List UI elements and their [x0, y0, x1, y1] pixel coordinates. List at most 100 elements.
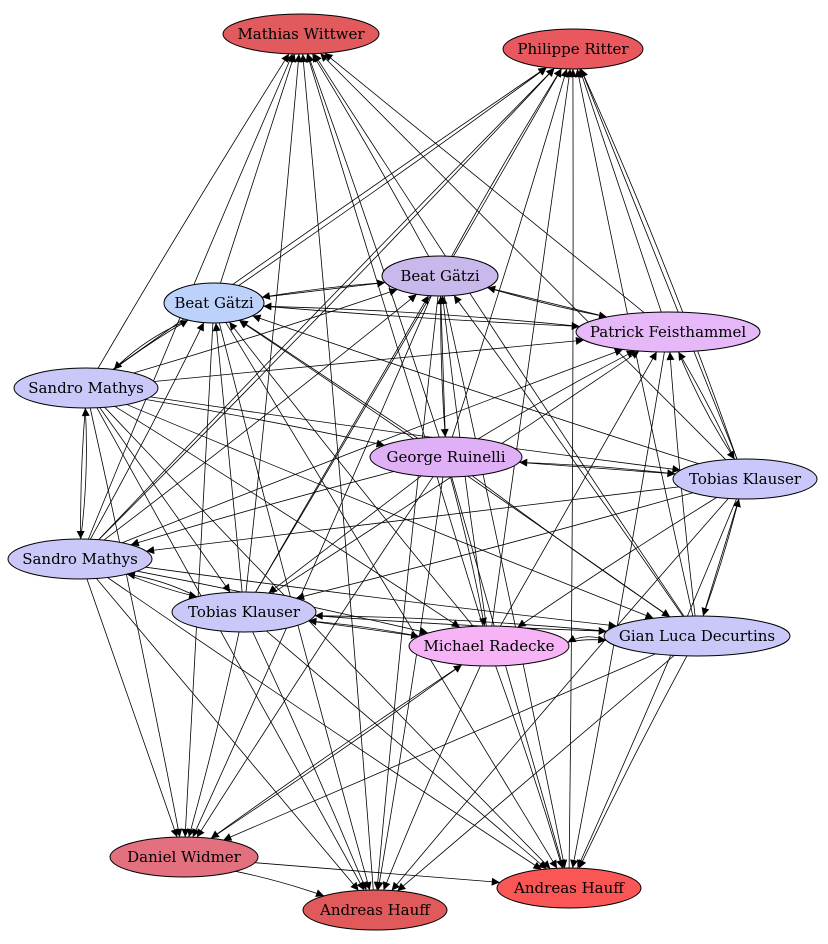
svg-text:Tobias Klauser: Tobias Klauser	[188, 603, 301, 621]
edge-n11-to-n2	[491, 68, 574, 627]
edge-n7-to-n14	[375, 476, 444, 891]
edge-n11-to-n13	[210, 664, 463, 839]
edge-n8-to-n1	[320, 53, 727, 460]
node-tobias-klauser-center[interactable]: Tobias Klauser	[171, 591, 317, 633]
edge-n6-to-n13	[89, 407, 183, 838]
edge-n3-to-n5	[487, 287, 608, 320]
edge-n3-to-n15	[443, 295, 568, 869]
node-mathias-wittwer[interactable]: Mathias Wittwer	[222, 13, 380, 55]
edge-n4-to-n2	[238, 67, 548, 286]
edge-n6-to-n12	[126, 404, 654, 620]
edge-n11-to-n4	[228, 321, 474, 627]
node-michael-radecke[interactable]: Michael Radecke	[408, 625, 570, 667]
edge-n7-to-n13	[196, 476, 434, 838]
edge-n6-to-n14	[96, 407, 365, 891]
edge-n5-to-n1	[324, 52, 645, 314]
edge-n7-to-n15	[451, 476, 565, 869]
edge-n9-to-n14	[96, 578, 359, 891]
edge-n5-to-n4	[263, 302, 580, 327]
edge-n3-to-n1	[312, 53, 430, 257]
edge-n12-to-n15	[578, 655, 688, 869]
edge-n10-to-n9	[126, 571, 198, 598]
node-george-ruinelli[interactable]: George Ruinelli	[369, 436, 523, 478]
edge-n5-to-n15	[570, 351, 665, 869]
node-andreas-hauff-left[interactable]: Andreas Hauff	[302, 889, 448, 931]
edge-n9-to-n5	[121, 348, 624, 544]
edge-n10-to-n12	[314, 615, 607, 635]
edge-n6-to-n5	[153, 336, 584, 382]
edge-n6-to-n3	[133, 288, 398, 374]
edge-n9-to-n12	[145, 566, 617, 630]
edge-n11-to-n14	[382, 665, 481, 891]
node-patrick-feisthammel[interactable]: Patrick Feisthammel	[575, 311, 761, 353]
edge-n13-to-n14	[235, 870, 325, 898]
edge-n8-to-n10	[296, 492, 694, 601]
edge-n8-to-n15	[577, 498, 737, 869]
node-beat-gatzi-left[interactable]: Beat Gätzi	[163, 282, 265, 324]
edge-n10-to-n2	[255, 68, 562, 593]
edge-n3-to-n2	[451, 68, 562, 257]
edge-n14-to-n1	[299, 53, 374, 891]
edge-n3-to-n14	[373, 295, 439, 891]
edge-n7-to-n4	[239, 319, 419, 439]
edge-n10-to-n13	[187, 631, 240, 838]
edge-n10-to-n11	[308, 620, 420, 640]
edges-layer	[76, 52, 741, 898]
edge-n11-to-n12	[567, 635, 607, 644]
edge-n9-to-n3	[103, 293, 417, 541]
svg-text:Patrick Feisthammel: Patrick Feisthammel	[590, 323, 747, 341]
node-sandro-mathys-lower[interactable]: Sandro Mathys	[7, 538, 153, 580]
edge-n7-to-n3	[436, 295, 446, 438]
edge-n6-to-n2	[112, 67, 547, 370]
svg-text:Sandro Mathys: Sandro Mathys	[28, 379, 144, 397]
edge-n7-to-n1	[306, 53, 440, 438]
svg-text:Beat Gätzi: Beat Gätzi	[174, 294, 253, 312]
edge-n6-to-n10	[99, 407, 231, 593]
edge-n8-to-n11	[517, 497, 718, 628]
svg-text:Michael Radecke: Michael Radecke	[423, 637, 554, 655]
edge-n8-to-n5	[678, 351, 735, 460]
node-daniel-widmer[interactable]: Daniel Widmer	[109, 836, 259, 878]
node-tobias-klauser-right[interactable]: Tobias Klauser	[672, 458, 818, 500]
svg-text:Andreas Hauff: Andreas Hauff	[513, 879, 625, 897]
edge-n6-to-n7	[145, 399, 385, 448]
node-beat-gatzi-top[interactable]: Beat Gätzi	[381, 255, 499, 297]
edge-n11-to-n15	[495, 665, 564, 869]
svg-text:Gian Luca Decurtins: Gian Luca Decurtins	[619, 627, 775, 645]
edge-n12-to-n8	[702, 498, 741, 617]
edge-n4-to-n6	[113, 319, 189, 370]
edge-n12-to-n3	[453, 295, 684, 617]
edge-n6-to-n9	[76, 407, 86, 540]
edge-n5-to-n8	[678, 351, 735, 460]
edge-n6-to-n8	[150, 396, 681, 474]
edge-n9-to-n4	[90, 322, 205, 540]
edge-n7-to-n5	[477, 350, 636, 440]
edge-n10-to-n15	[266, 630, 547, 870]
edge-n10-to-n4	[212, 322, 243, 593]
edge-n8-to-n2	[580, 68, 738, 460]
nodes-layer: Mathias Wittwer Philippe Ritter Beat Gät…	[7, 13, 818, 931]
edge-n6-to-n1	[97, 53, 290, 369]
node-andreas-hauff-right[interactable]: Andreas Hauff	[496, 867, 642, 909]
svg-text:Daniel Widmer: Daniel Widmer	[127, 848, 242, 866]
edge-n7-to-n2	[451, 68, 569, 438]
edge-n8-to-n2	[580, 68, 738, 460]
edge-n11-to-n10	[308, 617, 420, 637]
node-philippe-ritter[interactable]: Philippe Ritter	[502, 28, 644, 70]
node-sandro-mathys-upper[interactable]: Sandro Mathys	[13, 367, 159, 409]
edge-n4-to-n3	[261, 279, 386, 298]
node-gian-luca-decurtins[interactable]: Gian Luca Decurtins	[603, 615, 791, 657]
svg-text:Beat Gätzi: Beat Gätzi	[400, 267, 479, 285]
edge-n11-to-n5	[499, 351, 658, 627]
edge-n13-to-n15	[254, 862, 500, 886]
edge-n9-to-n2	[98, 68, 555, 540]
svg-text:Sandro Mathys: Sandro Mathys	[22, 550, 138, 568]
edge-n8-to-n9	[146, 486, 679, 555]
edge-n7-to-n9	[130, 471, 394, 547]
edge-n8-to-n14	[391, 498, 729, 891]
edge-n11-to-n1	[305, 53, 484, 627]
edge-n12-to-n1	[313, 53, 685, 617]
edge-n10-to-n3	[255, 295, 429, 593]
svg-text:Andreas Hauff: Andreas Hauff	[319, 901, 431, 919]
